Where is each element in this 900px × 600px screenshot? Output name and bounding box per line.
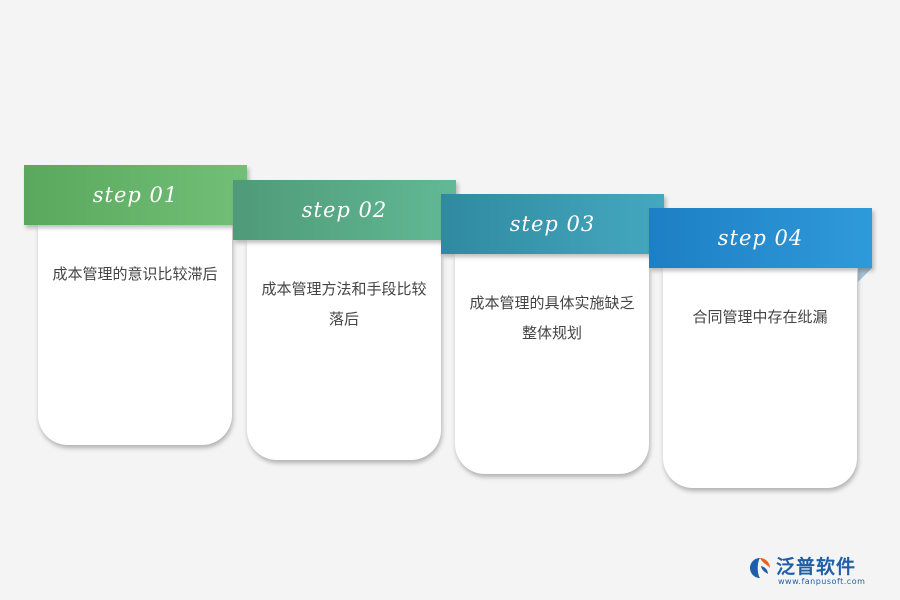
step-4-card: 合同管理中存在纰漏 [663,268,857,488]
logo-name: 泛普软件 [776,556,857,578]
logo-mark-icon [750,558,770,578]
step-4-banner-fold [858,268,872,282]
step-3-label: step 03 [509,212,596,236]
step-4-text: 合同管理中存在纰漏 [692,308,828,326]
step-2-card: 成本管理方法和手段比较落后 [247,240,441,460]
step-2-banner: step 02 [233,180,456,240]
step-1-card: 成本管理的意识比较滞后 [38,225,232,445]
step-3-banner: step 03 [441,194,664,254]
step-4-banner: step 04 [649,208,872,268]
step-1-banner: step 01 [24,165,247,225]
step-3-card: 成本管理的具体实施缺乏整体规划 [455,254,649,474]
logo-url: www.fanpusoft.com [778,577,866,586]
step-3-text: 成本管理的具体实施缺乏整体规划 [469,294,635,342]
step-2-label: step 02 [301,198,388,222]
step-4-label: step 04 [717,226,804,250]
step-1-text: 成本管理的意识比较滞后 [52,265,218,283]
step-2-text: 成本管理方法和手段比较落后 [261,280,427,328]
step-1-label: step 01 [92,183,179,207]
brand-logo: 泛普软件 www.fanpusoft.com [748,552,888,592]
